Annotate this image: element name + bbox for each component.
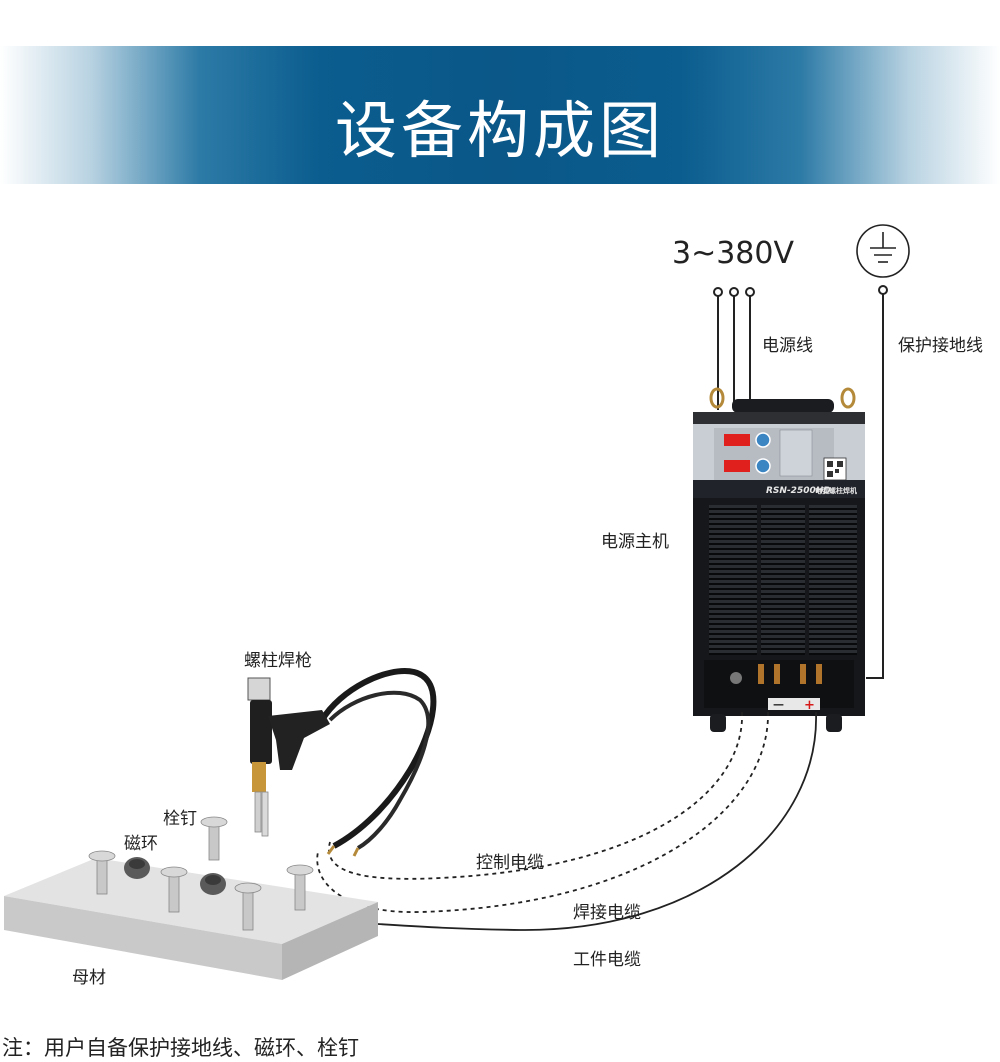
- machine-model-cn: 电弧螺柱焊机: [815, 486, 857, 495]
- machine-model: RSN-2500HD: [766, 486, 831, 496]
- welding-cable-label: 焊接电缆: [573, 903, 641, 923]
- footnote: 注：用户自备保护接地线、磁环、栓钉: [2, 1036, 359, 1060]
- base-material-plate: [4, 858, 378, 980]
- control-cable-label: 控制电缆: [476, 853, 544, 873]
- voltage-label: 3~380V: [672, 236, 795, 271]
- power-unit-machine: RSN-2500HD 电弧螺柱焊机 — +: [693, 387, 865, 732]
- power-cord-lines: [713, 287, 755, 410]
- stud-welding-gun: [247, 668, 437, 857]
- title-banner: 设备构成图: [0, 46, 1000, 184]
- control-cable-path: [328, 711, 743, 880]
- power-cord-label: 电源线: [762, 336, 813, 356]
- welding-cable-path: [316, 711, 769, 913]
- power-unit-label: 电源主机: [601, 532, 669, 552]
- stud-gun-label: 螺柱焊枪: [244, 651, 312, 671]
- cables: [316, 711, 817, 931]
- stud-standalone: [200, 816, 228, 861]
- ground-wire: [866, 285, 888, 679]
- ground-wire-label: 保护接地线: [898, 336, 983, 356]
- ceramic-ring: [200, 873, 226, 895]
- terminal-plus: +: [804, 698, 815, 713]
- studs-and-rings: [88, 816, 314, 931]
- ceramic-ring: [124, 857, 150, 879]
- page-title: 设备构成图: [334, 94, 665, 167]
- terminal-minus: —: [773, 698, 784, 711]
- work-cable-label: 工件电缆: [573, 950, 641, 970]
- work-cable-path: [377, 711, 817, 931]
- ceramic-ring-label: 磁环: [124, 834, 158, 854]
- base-material-label: 母材: [72, 968, 106, 988]
- stud-label: 栓钉: [163, 809, 197, 829]
- ground-icon: [856, 224, 910, 278]
